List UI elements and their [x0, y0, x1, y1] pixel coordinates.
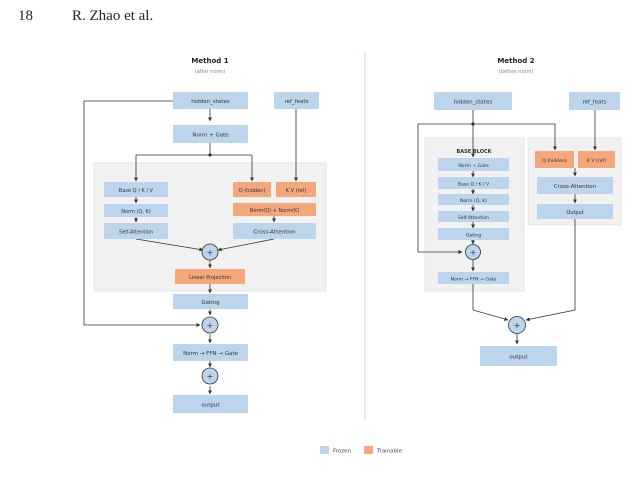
method2-sum-node: + [465, 244, 481, 260]
legend-trainable-swatch [364, 446, 373, 454]
method2-norm-ffn-gate-box: Norm → FFN → Gate [438, 272, 509, 284]
method2-diagram: Method 2 (before norm) hidden_states ref… [417, 57, 622, 366]
svg-text:Output: Output [566, 210, 583, 216]
svg-text:Norm → FFN → Gate: Norm → FFN → Gate [451, 277, 497, 283]
method2-final-sum-node: + [508, 316, 526, 334]
svg-text:Self-Attention: Self-Attention [458, 215, 489, 221]
method2-title: Method 2 [497, 57, 534, 65]
svg-text:Self-Attention: Self-Attention [119, 230, 153, 236]
method1-norm-qk-trainable-box: Norm(Q) + Norm(K) [233, 203, 316, 216]
svg-text:Cross-Attention: Cross-Attention [253, 230, 296, 236]
method1-ffn-sum-node: + [201, 367, 219, 385]
svg-text:output: output [509, 355, 528, 361]
method1-linear-projection-box: Linear Projection [175, 269, 245, 284]
method1-self-attention-box: Self-Attention [104, 223, 168, 239]
method1-norm-gate-box: Norm + Gate [173, 125, 248, 143]
svg-text:+: + [207, 372, 214, 381]
method1-cross-attention-box: Cross-Attention [233, 223, 316, 239]
svg-text:hidden_states: hidden_states [454, 100, 493, 106]
method1-gating-box: Gating [173, 294, 248, 309]
method1-norm-ffn-gate-box: Norm → FFN → Gate [173, 344, 248, 361]
svg-text:output: output [201, 403, 220, 409]
method2-output-box: output [480, 346, 557, 366]
method1-residual-sum-node: + [201, 316, 219, 334]
svg-text:Base Q / K / V: Base Q / K / V [458, 182, 490, 188]
method1-diagram: Method 1 (after norm) hidden_states r [83, 57, 327, 413]
legend-frozen-label: Frozen [333, 449, 352, 455]
legend-frozen-swatch [320, 446, 329, 454]
svg-text:Q (hidden): Q (hidden) [542, 158, 567, 164]
svg-text:hidden_states: hidden_states [191, 99, 230, 105]
svg-text:+: + [514, 321, 521, 330]
method1-kv-ref-box: K V (ref) [276, 182, 316, 197]
method1-sum-node: + [201, 243, 219, 261]
method1-output-box: output [173, 395, 248, 413]
svg-text:Base Q / K / V: Base Q / K / V [119, 188, 154, 194]
svg-text:K V (ref): K V (ref) [587, 158, 606, 164]
svg-text:+: + [470, 248, 476, 257]
svg-text:Norm → FFN → Gate: Norm → FFN → Gate [183, 351, 238, 357]
legend: Frozen Trainable [320, 446, 403, 455]
method2-norm-gate-box: Norm + Gate [438, 158, 509, 171]
method2-subtitle: (before norm) [499, 69, 534, 75]
method2-hidden-states-box: hidden_states [434, 92, 512, 110]
method2-self-attention-box: Self-Attention [438, 211, 509, 222]
method2-output-inner-box: Output [537, 204, 613, 219]
svg-text:Gating: Gating [201, 300, 219, 306]
method2-base-block-label: BASE BLOCK [456, 149, 492, 155]
method2-ref-feats-box: ref_feats [569, 92, 620, 110]
svg-text:Norm(Q) + Norm(K): Norm(Q) + Norm(K) [250, 208, 300, 214]
svg-text:Linear Projection: Linear Projection [189, 275, 231, 281]
page-number: 18 [18, 8, 33, 24]
svg-text:Norm (Q, K): Norm (Q, K) [121, 209, 151, 215]
svg-text:ref_feats: ref_feats [285, 99, 309, 105]
method2-gating-box: Gating [438, 228, 509, 240]
running-authors: R. Zhao et al. [72, 8, 154, 24]
legend-trainable-label: Trainable [376, 449, 403, 455]
method1-title: Method 1 [191, 57, 228, 65]
method1-ref-feats-box: ref_feats [274, 92, 319, 109]
method2-base-qkv-box: Base Q / K / V [438, 177, 509, 189]
svg-text:+: + [207, 321, 214, 330]
method1-subtitle: (after norm) [195, 69, 225, 75]
svg-text:Norm (Q, K): Norm (Q, K) [460, 198, 487, 204]
method2-norm-qk-box: Norm (Q, K) [438, 194, 509, 205]
svg-text:Cross-Attention: Cross-Attention [554, 184, 597, 190]
svg-text:Q (hidden): Q (hidden) [239, 188, 266, 194]
svg-text:Gating: Gating [466, 233, 481, 239]
svg-text:Norm + Gate: Norm + Gate [192, 133, 229, 139]
method1-norm-qk-box: Norm (Q, K) [104, 204, 168, 217]
svg-text:+: + [207, 248, 214, 257]
svg-text:Norm + Gate: Norm + Gate [458, 163, 488, 169]
method2-cross-attention-box: Cross-Attention [537, 177, 613, 194]
svg-text:ref_feats: ref_feats [583, 100, 607, 106]
method1-base-qkv-box: Base Q / K / V [104, 182, 168, 197]
method2-q-hidden-box: Q (hidden) [535, 151, 574, 168]
method1-q-hidden-box: Q (hidden) [233, 182, 271, 197]
svg-text:K V (ref): K V (ref) [286, 188, 307, 194]
method1-hidden-states-box: hidden_states [173, 92, 248, 109]
method2-kv-ref-box: K V (ref) [578, 151, 615, 168]
